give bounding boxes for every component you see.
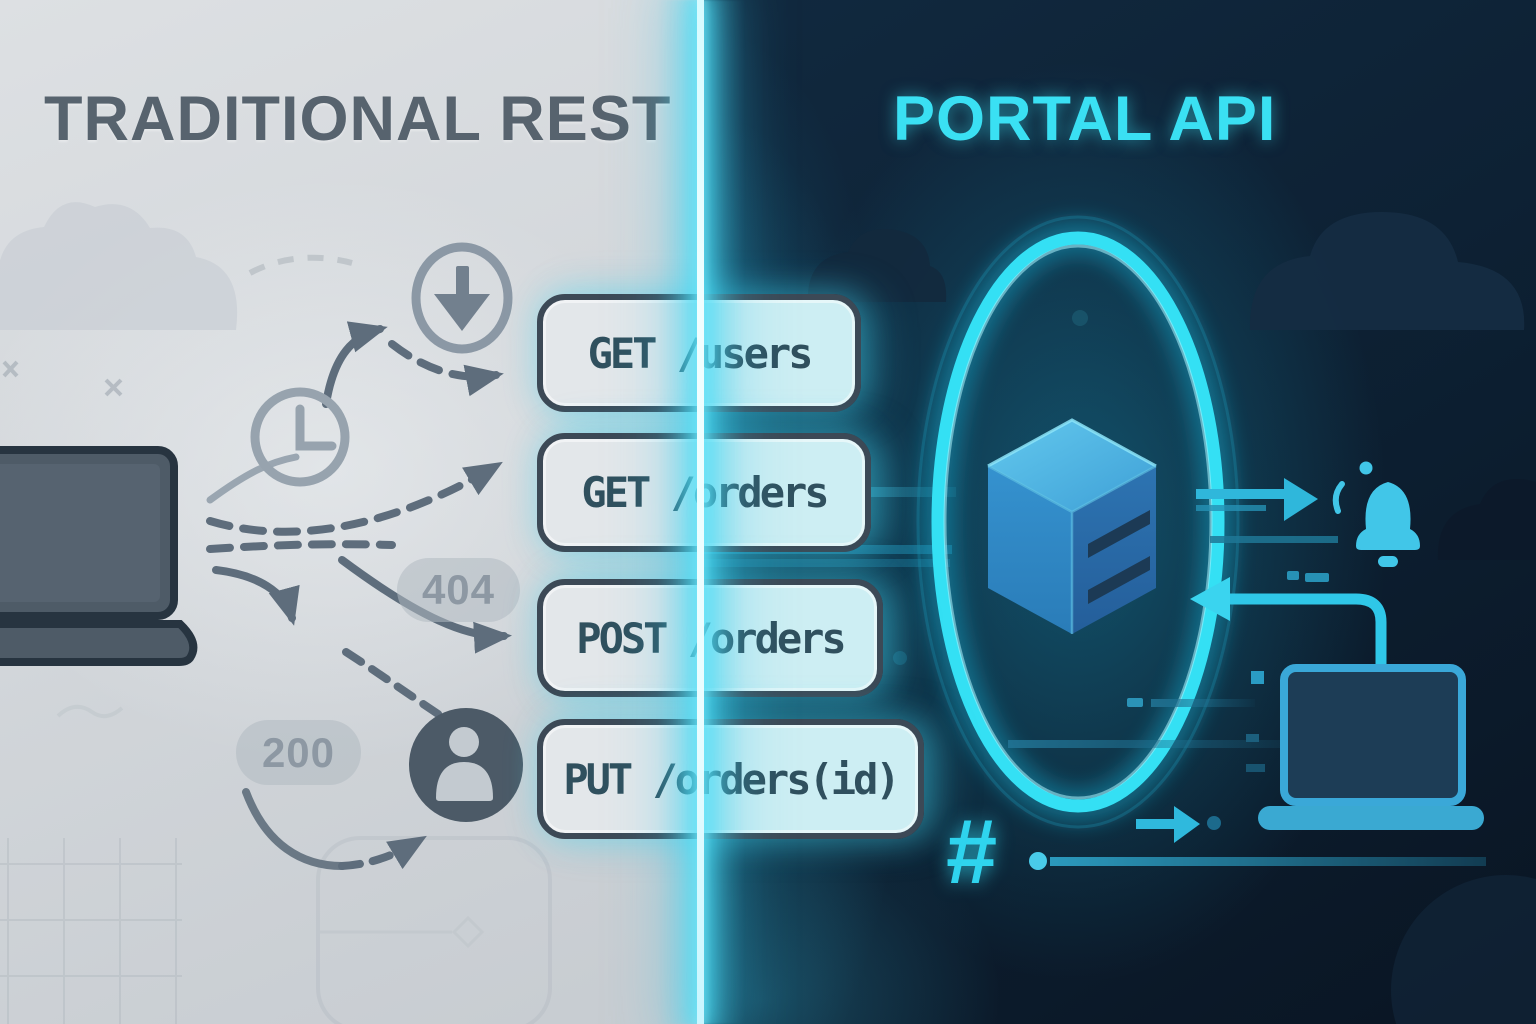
status-badge-label: 200 bbox=[261, 728, 336, 776]
status-badge-label: 404 bbox=[421, 566, 496, 613]
status-badge-200: 200 bbox=[236, 720, 361, 785]
traditional-rest-title: TRADITIONAL REST bbox=[44, 84, 672, 154]
portal-divider-line bbox=[697, 0, 704, 1024]
portal-api-title: PORTAL API bbox=[893, 84, 1277, 154]
hash-symbol: # bbox=[946, 801, 998, 903]
status-badge-404: 404 bbox=[397, 558, 520, 622]
